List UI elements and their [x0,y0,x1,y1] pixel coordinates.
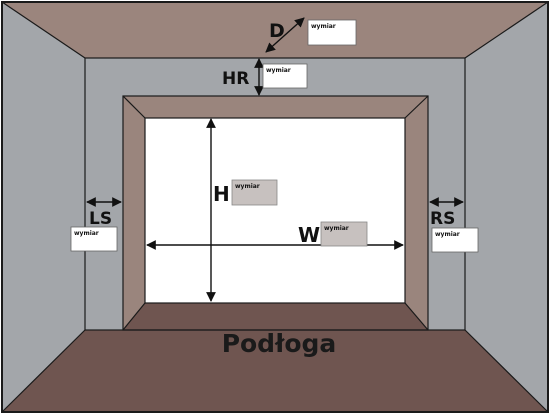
outline-group [1,1,549,413]
height-input[interactable]: wymiar [231,179,278,206]
door-opening [145,118,405,303]
right-side-input-placeholder: wymiar [435,231,460,238]
header-height-label: HR [222,69,249,89]
width-input-placeholder: wymiar [324,225,349,232]
right-side-label: RS [430,209,455,229]
height-input-placeholder: wymiar [235,183,260,190]
width-input[interactable]: wymiar [320,221,368,247]
floor-label: Podłoga [222,329,337,358]
depth-label: D [269,20,285,42]
floor-surface [2,330,548,412]
header-height-input-placeholder: wymiar [266,67,291,74]
frame-right [405,96,428,330]
left-side-input-placeholder: wymiar [74,230,99,237]
depth-arrow [265,17,305,53]
left-side-input[interactable]: wymiar [70,226,118,252]
floor-inner [123,303,428,330]
left-wall-surface [2,2,85,412]
frame-top [123,96,428,118]
right-wall-surface [465,2,548,412]
header-height-input[interactable]: wymiar [262,63,308,89]
left-side-label: LS [89,209,112,229]
height-label: H [213,182,230,206]
depth-input[interactable]: wymiar [307,19,357,46]
frame-left [123,96,145,330]
width-label: W [298,223,320,247]
depth-input-placeholder: wymiar [311,23,336,30]
right-side-input[interactable]: wymiar [431,227,479,253]
